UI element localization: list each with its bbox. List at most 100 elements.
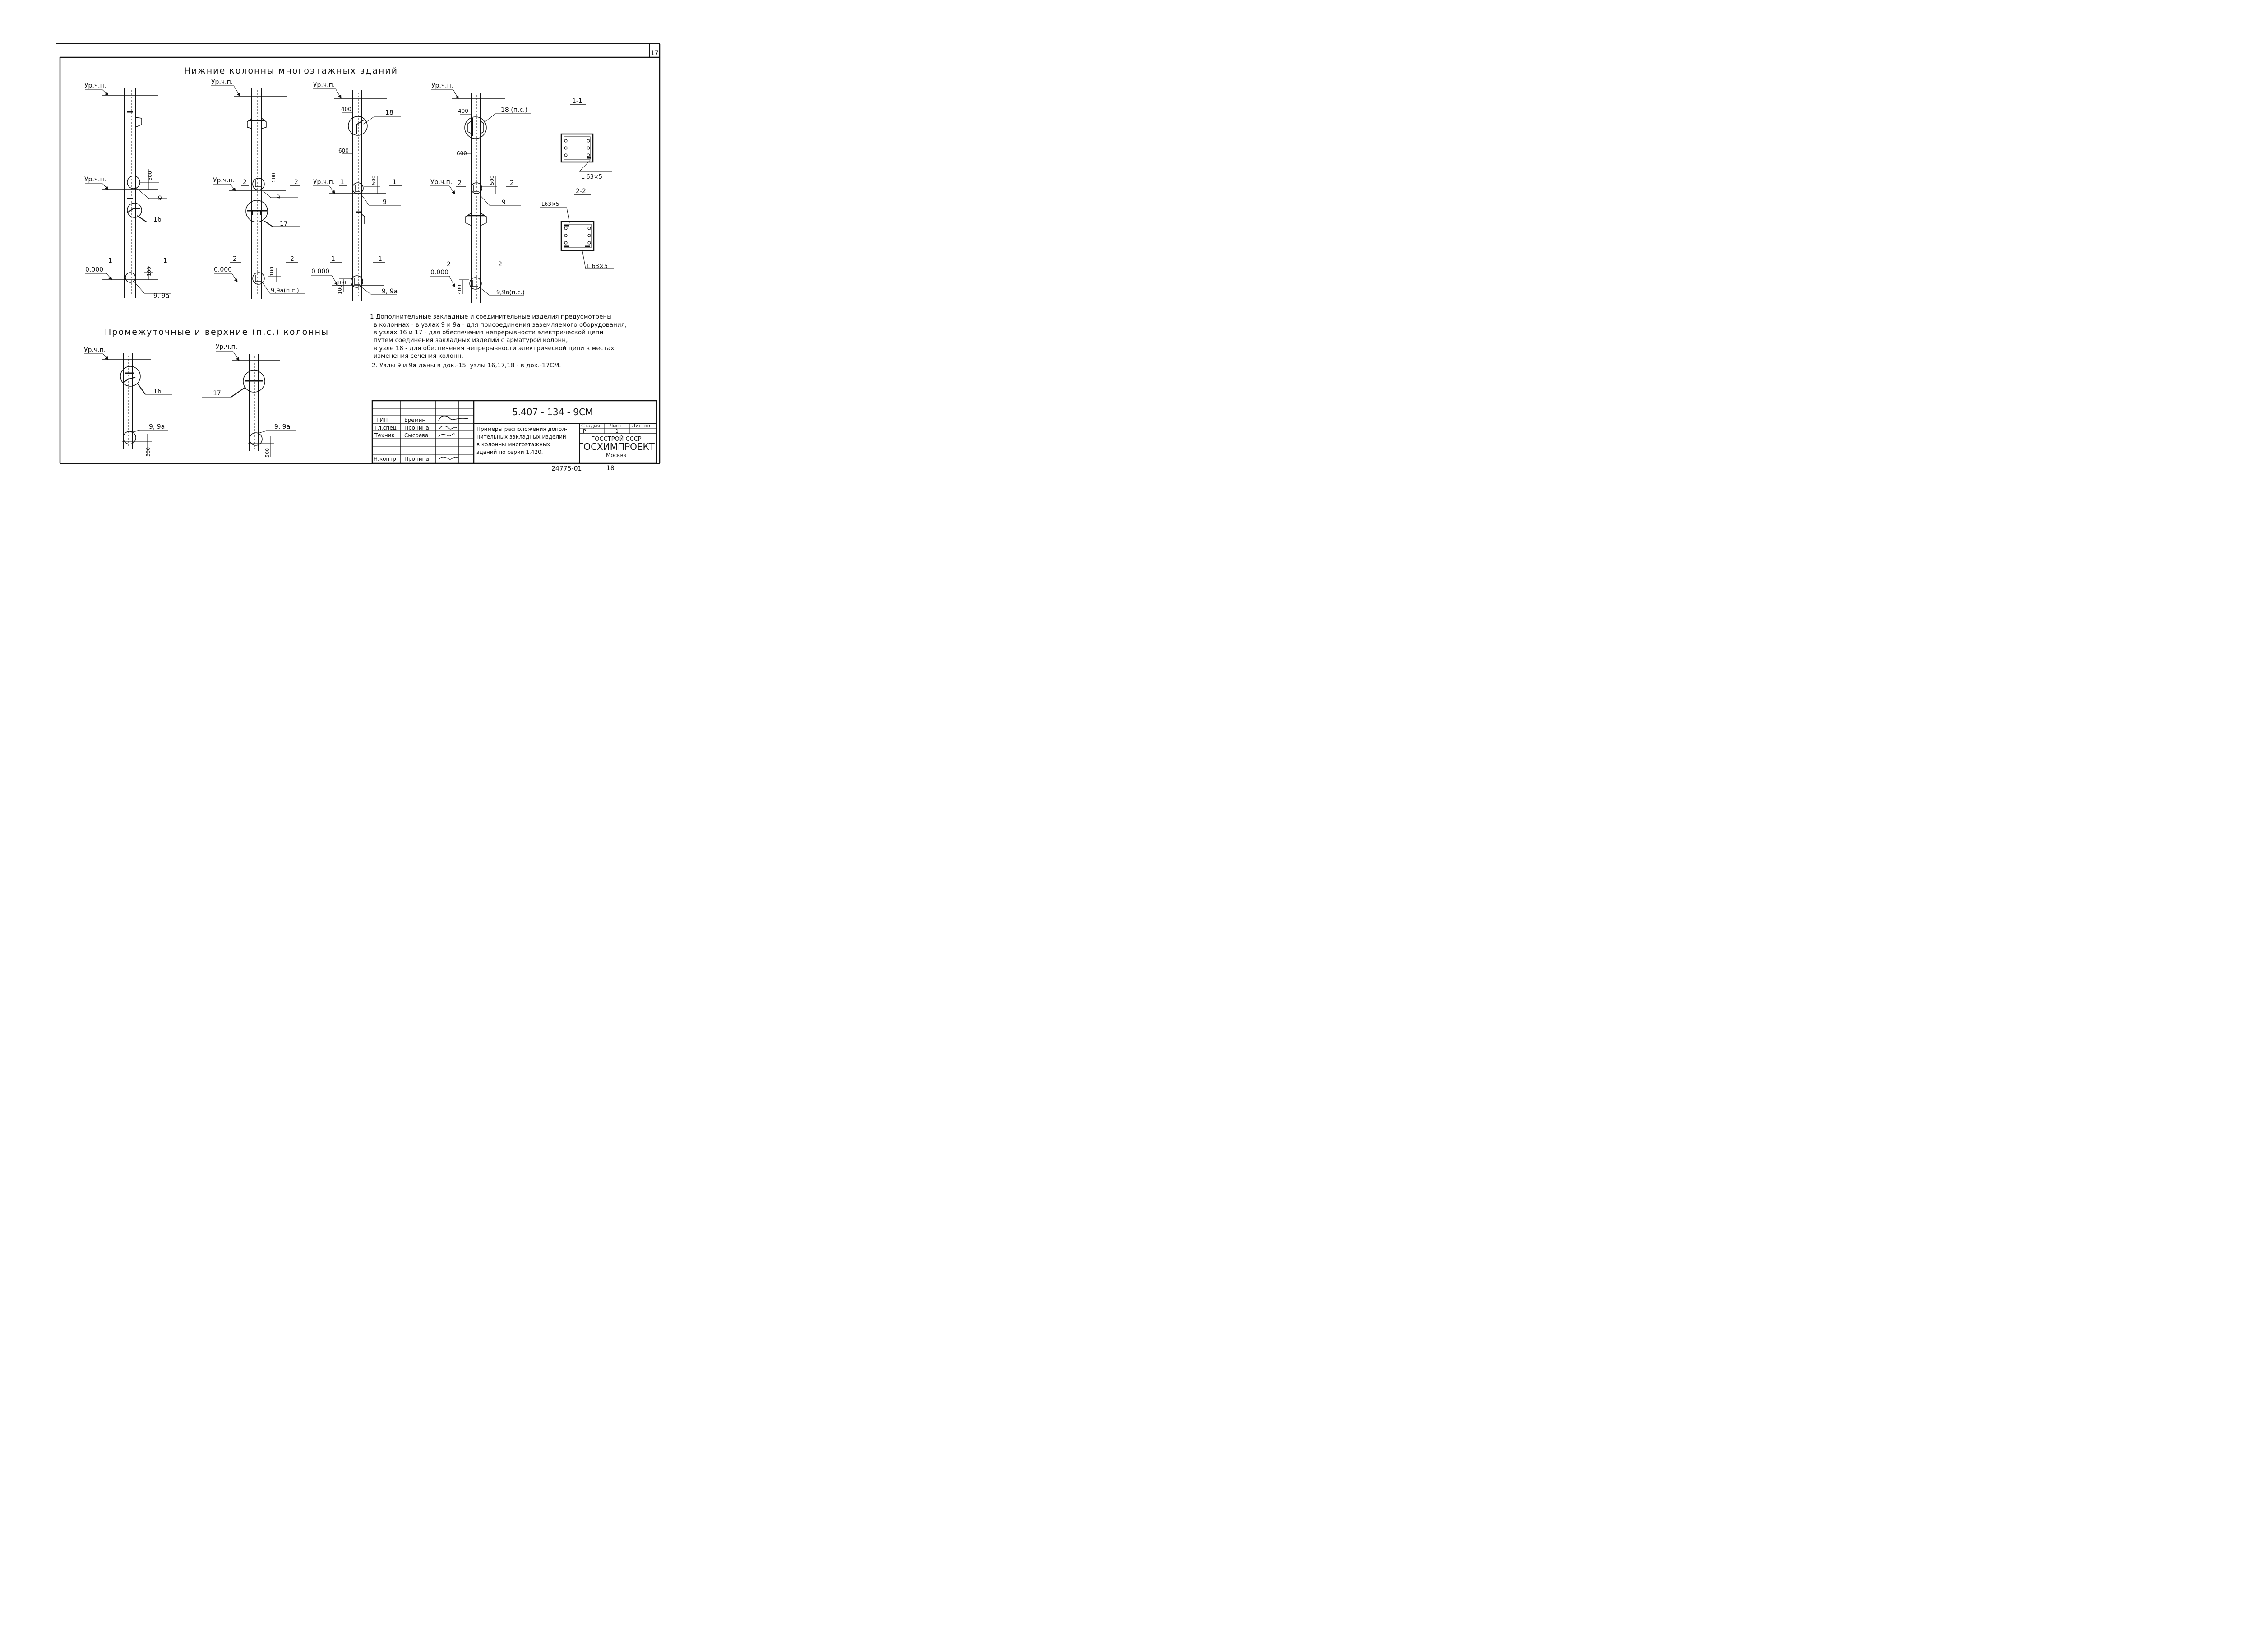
sheet-frame xyxy=(56,43,661,464)
col-a-dim-100: 100 xyxy=(146,267,152,276)
col-a-level-mid: Ур.ч.п. xyxy=(84,176,106,183)
col-c-node-9-9a: 9, 9а xyxy=(382,288,398,295)
section-2-2-angle-bottom: L 63×5 xyxy=(587,263,608,270)
col-b-section-low-left: 2 xyxy=(233,255,237,263)
col-e-dim-500: 500 xyxy=(145,447,151,457)
col-d-level-mid: Ур.ч.п. xyxy=(430,179,452,186)
col-c-level-top: Ур.ч.п. xyxy=(313,82,335,89)
notes: 1 Дополнительные закладные и соединитель… xyxy=(370,313,627,369)
note-line-7: 2. Узлы 9 и 9а даны в док.-15, узлы 16,1… xyxy=(372,362,561,369)
note-line-6: изменения сечения колонн. xyxy=(374,352,463,360)
col-d-node-9: 9 xyxy=(502,199,506,206)
col-a-level-zero: 0.000 xyxy=(85,266,103,273)
col-d-section-low-right: 2 xyxy=(498,261,502,268)
col-c-dim-600: 600 xyxy=(338,148,349,154)
col-c-level-zero: 0.000 xyxy=(311,268,329,275)
col-c-level-mid: Ур.ч.п. xyxy=(313,179,335,186)
col-d-node-9-9a-ps: 9,9а(п.с.) xyxy=(496,289,525,296)
col-d-dim-600: 600 xyxy=(457,150,467,157)
col-d-section-low-left: 2 xyxy=(447,261,451,268)
col-a-dim-500: 500 xyxy=(147,171,153,180)
col-c-node-18: 18 xyxy=(385,109,393,116)
col-b-level-mid: Ур.ч.п. xyxy=(213,177,235,184)
note-line-1: 1 Дополнительные закладные и соединитель… xyxy=(370,313,612,320)
column-f xyxy=(202,351,296,457)
note-line-3: в узлах 16 и 17 - для обеспечения непрер… xyxy=(374,329,603,336)
col-c-dim-100-a: 100 xyxy=(337,280,346,286)
col-d-dim-500: 500 xyxy=(489,176,495,185)
col-f-level: Ур.ч.п. xyxy=(216,343,237,351)
section-1-1 xyxy=(560,104,612,172)
col-c-section-low-left: 1 xyxy=(331,255,335,263)
stamp-sheet-header: Лист xyxy=(609,423,622,429)
col-c-dim-400: 400 xyxy=(341,106,351,112)
stamp-name-3: Сысоева xyxy=(404,432,429,439)
col-a-node-16: 16 xyxy=(153,216,162,223)
stamp-stage-header: Стадия xyxy=(581,423,600,429)
stamp-name-2: Пронина xyxy=(404,425,429,431)
title-lower-columns: Нижние колонны многоэтажных зданий xyxy=(184,66,398,76)
col-c-section-low-right: 1 xyxy=(378,255,382,263)
stamp-sheet: 1 xyxy=(615,428,619,434)
column-b xyxy=(211,85,305,299)
title-upper-columns: Промежуточные и верхние (п.с.) колонны xyxy=(105,327,329,337)
note-line-4: путем соединения закладных изделий с арм… xyxy=(374,337,568,344)
stamp-desc-2: нительных закладных изделий xyxy=(476,434,566,440)
col-a-section-right: 1 xyxy=(163,257,167,264)
stamp-desc-3: в колонны многоэтажных xyxy=(476,441,550,448)
col-c-section-mid-right: 1 xyxy=(393,179,397,186)
col-c-dim-100-b: 100 xyxy=(337,285,343,294)
col-f-dim-500: 500 xyxy=(264,448,270,458)
col-f-node-17: 17 xyxy=(213,390,221,397)
col-b-node-9: 9 xyxy=(276,194,280,201)
col-d-node-18ps: 18 (п.с.) xyxy=(501,106,527,114)
stamp-role-4: Н.контр xyxy=(374,456,396,462)
stamp-role-2: Гл.спец xyxy=(374,425,397,431)
col-b-dim-100: 100 xyxy=(269,267,275,276)
col-e-node-16: 16 xyxy=(153,388,162,395)
col-d-dim-400-b: 400 xyxy=(457,285,462,294)
note-line-5: в узле 18 - для обеспечения непрерывност… xyxy=(374,345,614,352)
col-b-section-low-right: 2 xyxy=(290,255,294,263)
note-line-2: в колоннах - в узлах 9 и 9а - для присое… xyxy=(374,321,627,329)
col-c-section-mid-left: 1 xyxy=(340,179,344,186)
stamp-desc-1: Примеры расположения допол- xyxy=(476,426,567,432)
col-b-level-top: Ур.ч.п. xyxy=(211,79,233,86)
page-number: 18 xyxy=(606,465,615,472)
col-a-level-top: Ур.ч.п. xyxy=(84,82,106,89)
stamp-name-4: Пронина xyxy=(404,456,429,462)
column-e xyxy=(84,353,172,455)
col-d-level-top: Ур.ч.п. xyxy=(431,82,453,89)
stamp-org-2: ГОСХИМПРОЕКТ xyxy=(578,441,655,452)
stamp-sheets-header: Листов xyxy=(632,423,650,429)
col-b-level-zero: 0.000 xyxy=(214,266,232,273)
column-d xyxy=(430,89,531,303)
col-a-node-9-9a: 9, 9а xyxy=(153,292,169,300)
col-b-dim-500: 500 xyxy=(271,173,277,182)
col-b-section-mid-left: 2 xyxy=(243,179,247,186)
section-2-2-label: 2-2 xyxy=(576,188,586,195)
col-c-node-9: 9 xyxy=(383,199,387,206)
stamp-role-3: Техник xyxy=(374,432,395,439)
stamp-role-1: ГИП xyxy=(376,417,388,423)
col-d-dim-400: 400 xyxy=(458,108,468,114)
section-2-2 xyxy=(540,194,614,269)
col-e-node-9-9a: 9, 9а xyxy=(149,423,165,430)
col-b-node-17: 17 xyxy=(280,220,288,227)
section-2-2-angle-top: L63×5 xyxy=(541,201,559,207)
col-b-section-mid-right: 2 xyxy=(294,179,298,186)
stamp-name-1: Еремин xyxy=(404,417,425,423)
col-f-node-9-9a: 9, 9а xyxy=(274,423,290,430)
column-c xyxy=(311,88,402,301)
col-a-node-9: 9 xyxy=(158,195,162,202)
col-b-node-9-9a-ps: 9,9а(п.с.) xyxy=(271,287,299,294)
stamp-stage: Р xyxy=(583,428,586,434)
stamp-org-1: ГОССТРОЙ СССР xyxy=(591,435,641,443)
col-e-level: Ур.ч.п. xyxy=(84,347,106,354)
section-1-1-angle: L 63×5 xyxy=(581,174,602,180)
title-block xyxy=(371,400,657,464)
col-d-section-mid-left: 2 xyxy=(458,180,462,187)
col-d-section-mid-right: 2 xyxy=(510,180,514,187)
sheet-number: 17 xyxy=(651,50,659,57)
doc-code: 5.407 - 134 - 9СМ xyxy=(512,407,593,417)
